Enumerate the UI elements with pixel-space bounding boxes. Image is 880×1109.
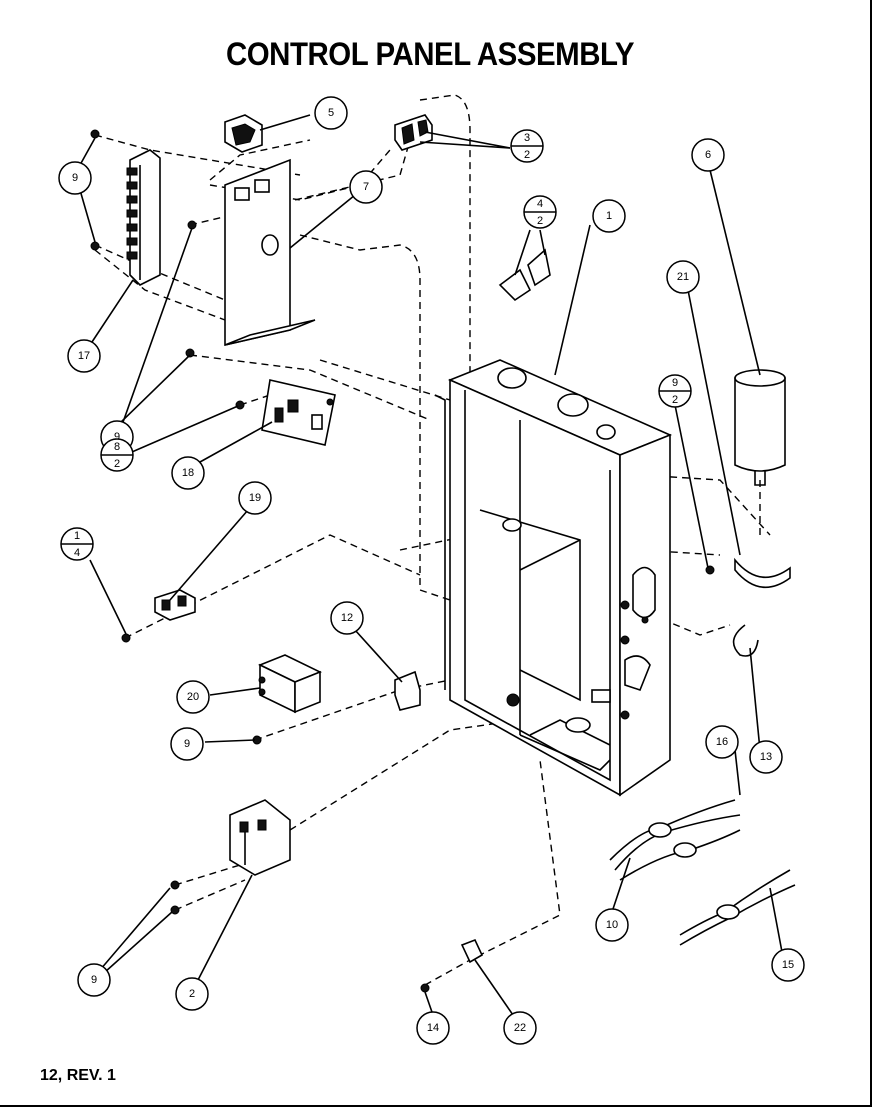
svg-text:6: 6 <box>705 149 711 161</box>
svg-text:21: 21 <box>677 271 689 283</box>
callout-21: 21 <box>666 260 700 294</box>
callout-16: 16 <box>705 725 739 759</box>
svg-text:2: 2 <box>189 988 195 1000</box>
control-box-cabinet <box>434 359 673 797</box>
callout-6: 6 <box>691 138 725 172</box>
fraction-callouts: 32 42 82 92 14 <box>60 129 692 561</box>
svg-text:1: 1 <box>74 530 80 542</box>
circuit-board <box>261 379 336 446</box>
svg-text:13: 13 <box>760 751 772 763</box>
callout-9-bottom: 9 <box>77 963 111 997</box>
capacitor-component <box>705 369 791 589</box>
svg-text:22: 22 <box>514 1022 526 1034</box>
callout-13: 13 <box>749 740 783 774</box>
callout-9-lower: 9 <box>170 727 204 761</box>
svg-text:2: 2 <box>537 215 543 227</box>
svg-text:2: 2 <box>114 458 120 470</box>
leader-lines <box>79 114 783 1016</box>
revision-footer: 12, REV. 1 <box>40 1067 116 1084</box>
svg-text:16: 16 <box>716 736 728 748</box>
svg-text:9: 9 <box>184 738 190 750</box>
wire-harnesses <box>609 799 796 946</box>
svg-text:14: 14 <box>427 1022 439 1034</box>
svg-text:20: 20 <box>187 691 199 703</box>
callout-14: 14 <box>416 1011 450 1045</box>
callout-4-2: 42 <box>523 195 557 229</box>
svg-text:4: 4 <box>537 198 543 210</box>
svg-text:8: 8 <box>114 441 120 453</box>
callout-18: 18 <box>171 456 205 490</box>
callout-bubbles: 1 2 5 6 7 9 9 9 9 10 12 13 14 15 16 17 1… <box>58 96 805 1045</box>
svg-text:9: 9 <box>91 974 97 986</box>
callout-15: 15 <box>771 948 805 982</box>
callout-9-top: 9 <box>58 161 92 195</box>
svg-text:1: 1 <box>606 210 612 222</box>
svg-text:3: 3 <box>524 132 530 144</box>
wire-clip <box>732 624 759 657</box>
svg-text:9: 9 <box>114 431 120 443</box>
callout-3-2: 32 <box>510 129 544 163</box>
callout-8-2: 82 <box>100 438 134 472</box>
svg-text:5: 5 <box>328 107 334 119</box>
svg-text:18: 18 <box>182 467 194 479</box>
callout-5: 5 <box>314 96 348 130</box>
svg-text:2: 2 <box>524 149 530 161</box>
svg-text:9: 9 <box>72 172 78 184</box>
callout-19: 19 <box>238 481 272 515</box>
bracket-22 <box>460 938 484 964</box>
callout-1: 1 <box>592 199 626 233</box>
svg-text:7: 7 <box>363 181 369 193</box>
svg-text:9: 9 <box>672 377 678 389</box>
callout-7: 7 <box>349 170 383 204</box>
switch-component <box>154 589 196 621</box>
callout-17: 17 <box>67 339 101 373</box>
screws <box>90 129 430 993</box>
mounting-plate <box>224 158 316 347</box>
callout-20: 20 <box>176 680 210 714</box>
terminal-block <box>229 799 291 876</box>
svg-text:2: 2 <box>672 394 678 406</box>
svg-text:4: 4 <box>74 547 80 559</box>
svg-text:12: 12 <box>341 612 353 624</box>
svg-text:19: 19 <box>249 492 261 504</box>
callout-1-4: 14 <box>60 527 94 561</box>
svg-text:10: 10 <box>606 919 618 931</box>
bushings <box>498 248 551 302</box>
transformer-component <box>258 654 322 714</box>
svg-text:17: 17 <box>78 350 90 362</box>
callout-12: 12 <box>330 601 364 635</box>
page-title: CONTROL PANEL ASSEMBLY <box>225 36 635 72</box>
callout-22: 22 <box>503 1011 537 1045</box>
terminal-strip <box>126 149 161 286</box>
callout-10: 10 <box>595 908 629 942</box>
callout-2: 2 <box>175 977 209 1011</box>
relay-component <box>224 114 263 153</box>
callout-9-2: 92 <box>658 374 692 408</box>
svg-text:15: 15 <box>782 959 794 971</box>
